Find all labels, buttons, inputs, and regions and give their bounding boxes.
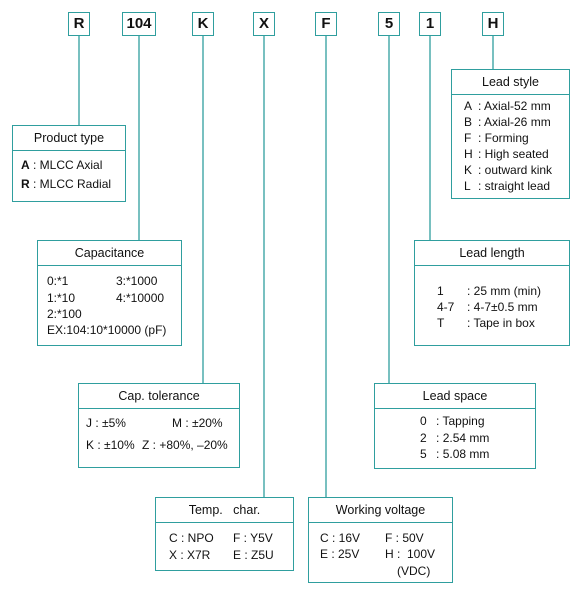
temp-char-option: E : Z5U: [233, 548, 274, 562]
tolerance-option: M : ±20%: [172, 416, 223, 430]
lead-length-box: Lead length 1 : 25 mm (min) 4-7 : 4-7±0.5 …: [414, 240, 570, 346]
temp-char-option: X : X7R: [169, 548, 211, 562]
lead-length-desc: : 4-7±0.5 mm: [467, 300, 538, 314]
capacitance-box: Capacitance 0:*1 3:*1000 1:*10 4:*10000 …: [37, 240, 182, 346]
product-type-code: A: [21, 158, 30, 172]
lead-style-code: F: [464, 131, 472, 145]
lead-style-code: L: [464, 179, 471, 193]
cap-tolerance-box: Cap. tolerance J : ±5% M : ±20% K : ±10%…: [78, 383, 240, 468]
product-type-desc: : MLCC Radial: [33, 177, 112, 191]
capacitance-option: 3:*1000: [116, 274, 158, 288]
capacitance-option: 4:*10000: [116, 291, 165, 305]
lead-space-code: 0: [420, 414, 427, 428]
lead-space-title: Lead space: [375, 384, 535, 409]
lead-space-desc: : 5.08 mm: [436, 447, 490, 461]
temp-char-option: F : Y5V: [233, 531, 273, 545]
capacitance-option: 0:*1: [47, 274, 69, 288]
lead-style-code: K: [464, 163, 473, 177]
product-type-box: Product type A : MLCC Axial R : MLCC Rad…: [12, 125, 126, 202]
lead-length-desc: : 25 mm (min): [467, 284, 542, 298]
lead-length-title: Lead length: [415, 241, 569, 266]
code-capacitance: 104: [122, 12, 156, 36]
tolerance-option: K : ±10%: [86, 438, 135, 452]
tolerance-option: Z : +80%, –20%: [142, 438, 228, 452]
lead-style-desc: : High seated: [478, 147, 549, 161]
code-working-voltage: F: [315, 12, 337, 36]
lead-style-code: B: [464, 115, 473, 129]
lead-style-title: Lead style: [452, 70, 569, 95]
capacitance-title: Capacitance: [38, 241, 181, 266]
lead-length-code: T: [437, 316, 445, 330]
lead-style-desc: : Forming: [478, 131, 529, 145]
code-lead-length: 1: [419, 12, 441, 36]
lead-style-desc: : Axial-26 mm: [478, 115, 551, 129]
cap-tolerance-title: Cap. tolerance: [79, 384, 239, 409]
temp-char-box: Temp. char. C : NPO F : Y5V X : X7R E : …: [155, 497, 294, 571]
capacitance-option: 1:*10: [47, 291, 76, 305]
lead-space-code: 2: [420, 431, 427, 445]
working-voltage-title: Working voltage: [309, 498, 452, 523]
code-lead-space: 5: [378, 12, 400, 36]
voltage-option: F : 50V: [385, 531, 424, 545]
lead-length-code: 1: [437, 284, 444, 298]
capacitance-option: 2:*100: [47, 307, 82, 321]
lead-length-code: 4-7: [437, 300, 455, 314]
lead-space-box: Lead space 0 : Tapping 2 : 2.54 mm 5 : 5…: [374, 383, 536, 469]
voltage-unit: (VDC): [397, 564, 431, 578]
code-temp-char: X: [253, 12, 275, 36]
temp-char-title: Temp. char.: [156, 498, 293, 523]
code-cap-tolerance: K: [192, 12, 214, 36]
lead-space-desc: : 2.54 mm: [436, 431, 490, 445]
lead-style-code: H: [464, 147, 473, 161]
tolerance-option: J : ±5%: [86, 416, 126, 430]
working-voltage-box: Working voltage C : 16V F : 50V E : 25V …: [308, 497, 453, 583]
lead-length-desc: : Tape in box: [467, 316, 535, 330]
code-product-type: R: [68, 12, 90, 36]
product-type-desc: : MLCC Axial: [33, 158, 103, 172]
voltage-option: C : 16V: [320, 531, 361, 545]
lead-style-desc: : outward kink: [478, 163, 553, 177]
temp-char-option: C : NPO: [169, 531, 214, 545]
capacitance-example: EX:104:10*10000 (pF): [47, 323, 167, 337]
code-lead-style: H: [482, 12, 504, 36]
voltage-option: H : 100V: [385, 547, 436, 561]
lead-space-desc: : Tapping: [436, 414, 485, 428]
lead-space-code: 5: [420, 447, 427, 461]
lead-style-box: Lead style A : Axial-52 mm B : Axial-26 mm…: [451, 69, 570, 199]
lead-style-desc: : Axial-52 mm: [478, 99, 551, 113]
lead-style-desc: : straight lead: [478, 179, 551, 193]
voltage-option: E : 25V: [320, 547, 360, 561]
lead-style-code: A: [464, 99, 473, 113]
product-type-title: Product type: [13, 126, 125, 151]
product-type-code: R: [21, 177, 30, 191]
